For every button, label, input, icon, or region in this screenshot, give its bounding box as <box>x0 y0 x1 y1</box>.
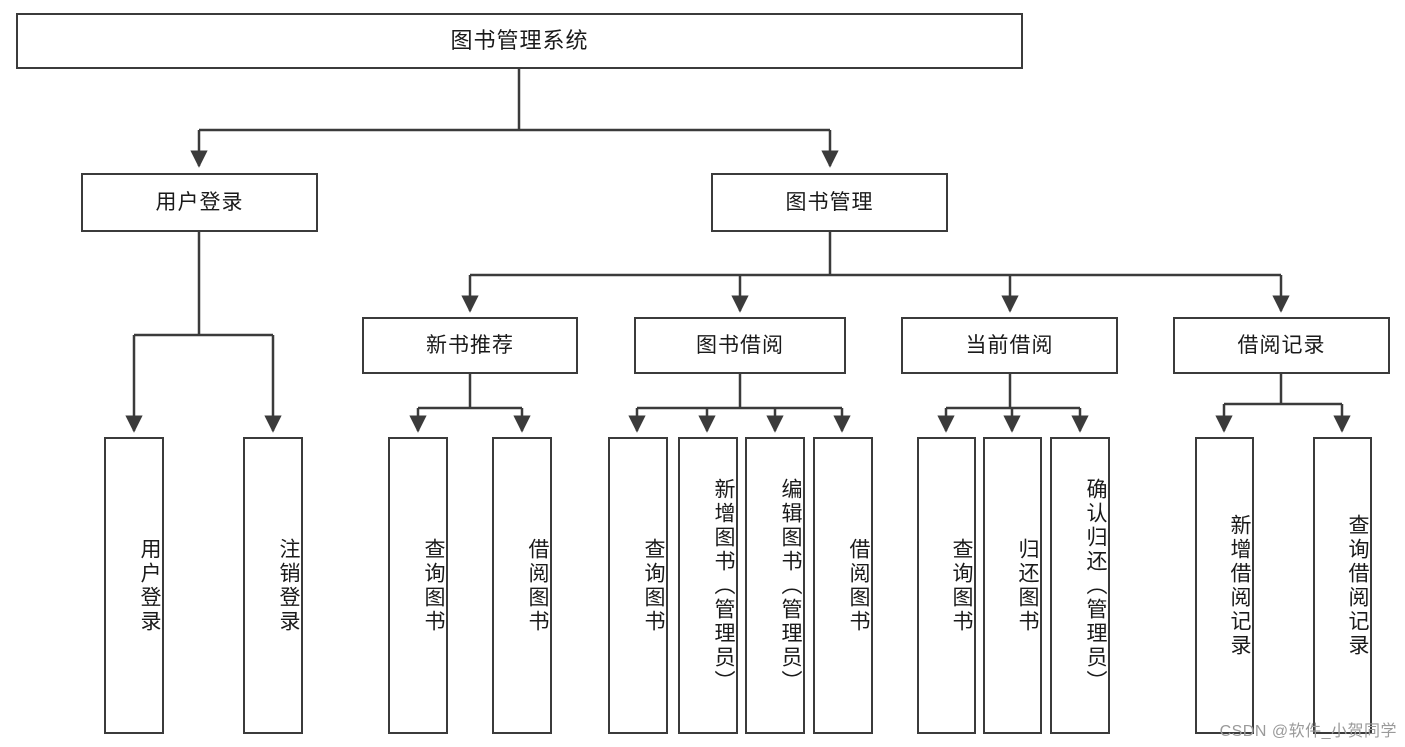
node-label: 用户登录 <box>155 190 244 214</box>
node-root-system[interactable]: 图书管理系统 <box>16 13 1023 69</box>
leaf-user-login-login[interactable]: 用户登录 <box>104 437 164 734</box>
leaf-borrow-borrow-book[interactable]: 借阅图书 <box>813 437 873 734</box>
node-label: 当前借阅 <box>965 333 1054 357</box>
leaf-borrow-query-book[interactable]: 查询图书 <box>608 437 668 734</box>
node-label: 图书借阅 <box>696 333 784 357</box>
node-label: 查询图书 <box>422 537 445 634</box>
node-book-management[interactable]: 图书管理 <box>711 173 948 232</box>
node-label: 编辑图书（管理员） <box>779 477 802 694</box>
node-label: 归还图书 <box>1016 537 1039 634</box>
node-current-borrow[interactable]: 当前借阅 <box>901 317 1118 374</box>
node-label: 查询图书 <box>950 537 973 634</box>
node-label: 用户登录 <box>138 537 161 634</box>
leaf-current-confirm-return[interactable]: 确认归还（管理员） <box>1050 437 1110 734</box>
leaf-record-query-record[interactable]: 查询借阅记录 <box>1313 437 1372 734</box>
csdn-watermark: CSDN @软件_小贺同学 <box>1219 723 1397 740</box>
node-book-borrow[interactable]: 图书借阅 <box>634 317 846 374</box>
node-label: 图书管理 <box>785 190 874 214</box>
node-label: 借阅记录 <box>1237 333 1326 357</box>
leaf-recommend-borrow-book[interactable]: 借阅图书 <box>492 437 552 734</box>
leaf-recommend-query-book[interactable]: 查询图书 <box>388 437 448 734</box>
node-user-login[interactable]: 用户登录 <box>81 173 318 232</box>
leaf-record-add-record[interactable]: 新增借阅记录 <box>1195 437 1254 734</box>
leaf-user-login-logout[interactable]: 注销登录 <box>243 437 303 734</box>
node-label: 新增借阅记录 <box>1228 513 1251 658</box>
leaf-borrow-add-book[interactable]: 新增图书（管理员） <box>678 437 738 734</box>
leaf-current-return-book[interactable]: 归还图书 <box>983 437 1042 734</box>
node-label: 借阅图书 <box>526 537 549 634</box>
node-new-book-recommend[interactable]: 新书推荐 <box>362 317 578 374</box>
node-label: 注销登录 <box>277 537 300 634</box>
leaf-borrow-edit-book[interactable]: 编辑图书（管理员） <box>745 437 805 734</box>
node-label: 查询图书 <box>642 537 665 634</box>
node-label: 新书推荐 <box>426 333 514 357</box>
node-label: 借阅图书 <box>847 537 870 634</box>
node-label: 查询借阅记录 <box>1346 513 1369 658</box>
node-label: 新增图书（管理员） <box>712 477 735 694</box>
node-borrow-record[interactable]: 借阅记录 <box>1173 317 1390 374</box>
leaf-current-query-book[interactable]: 查询图书 <box>917 437 976 734</box>
node-label: 图书管理系统 <box>450 27 589 53</box>
node-label: 确认归还（管理员） <box>1084 477 1107 694</box>
